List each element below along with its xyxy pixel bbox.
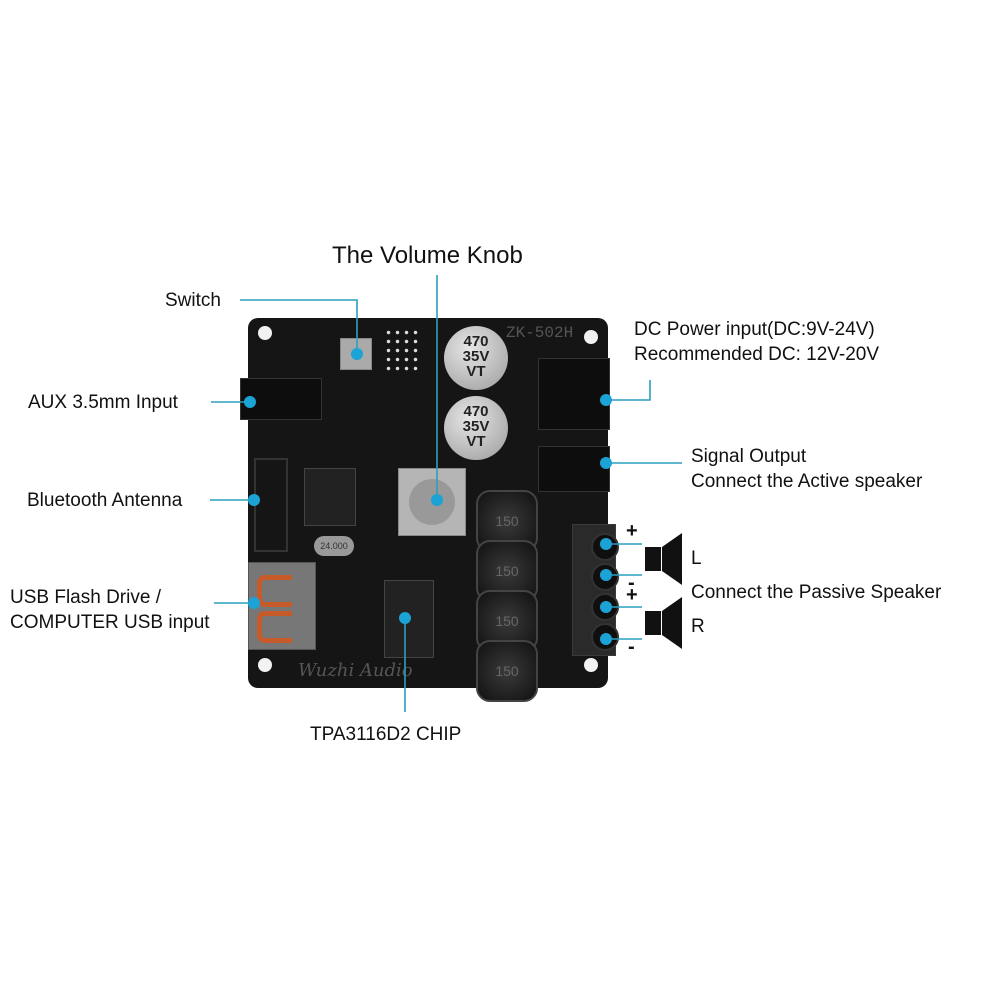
amplifier-board: ZK-502H 470 35V VT 470 35V VT 24.000 150… [240, 318, 610, 702]
board-signature: Wuzhi Audio [298, 660, 413, 681]
cap-value: 470 [463, 403, 489, 420]
model-label: ZK-502H [506, 324, 574, 342]
bluetooth-ic [304, 468, 356, 526]
cap-value: 470 [463, 333, 489, 350]
mount-hole-bl [258, 658, 272, 672]
cap-voltage: 35V [462, 418, 490, 435]
cap-brand: VT [466, 433, 486, 450]
dc-power-label-line1: DC Power input(DC:9V-24V) [634, 319, 875, 340]
mount-hole-tr [584, 330, 598, 344]
r-plus-sign: + [626, 584, 638, 606]
volume-knob[interactable] [398, 468, 466, 536]
terminal-screw-r-minus[interactable] [591, 623, 619, 651]
passive-speaker-label: Connect the Passive Speaker [691, 582, 942, 603]
terminal-screw-r-plus[interactable] [591, 593, 619, 621]
power-switch[interactable] [340, 338, 372, 370]
terminal-screw-l-plus[interactable] [591, 533, 619, 561]
tpa3116d2-chip [384, 580, 434, 658]
cap-brand: VT [466, 363, 486, 380]
l-plus-sign: + [626, 520, 638, 542]
crystal: 24.000 [314, 536, 354, 556]
capacitor-1: 470 35V VT [444, 326, 508, 390]
dc-power-label-line2: Recommended DC: 12V-20V [634, 344, 880, 365]
signal-output-label-line2: Connect the Active speaker [691, 471, 923, 492]
signal-output-jack[interactable] [538, 446, 610, 492]
signal-output-label-line1: Signal Output [691, 446, 807, 467]
pin-header [384, 328, 420, 374]
cap-voltage: 35V [462, 348, 490, 365]
aux-jack[interactable] [240, 378, 322, 420]
speaker-terminal-block [572, 524, 619, 656]
bluetooth-antenna-label: Bluetooth Antenna [27, 490, 183, 511]
inductor-4: 150 [476, 640, 538, 702]
mount-hole-tl [258, 326, 272, 340]
bluetooth-antenna [254, 458, 288, 552]
r-minus-sign: - [628, 636, 635, 658]
volume-knob-title: The Volume Knob [332, 242, 523, 269]
usb-port[interactable] [248, 562, 316, 650]
usb-input-label-line2: COMPUTER USB input [10, 612, 210, 633]
left-channel-label: L [691, 548, 702, 569]
chip-label: TPA3116D2 CHIP [310, 724, 462, 745]
mount-hole-br [584, 658, 598, 672]
switch-label: Switch [165, 290, 221, 311]
right-channel-label: R [691, 616, 705, 637]
capacitor-2: 470 35V VT [444, 396, 508, 460]
l-minus-sign: - [628, 572, 635, 594]
aux-input-label: AUX 3.5mm Input [28, 392, 178, 413]
usb-input-label-line1: USB Flash Drive / [10, 587, 161, 608]
terminal-screw-l-minus[interactable] [591, 563, 619, 591]
dc-jack[interactable] [538, 358, 610, 430]
